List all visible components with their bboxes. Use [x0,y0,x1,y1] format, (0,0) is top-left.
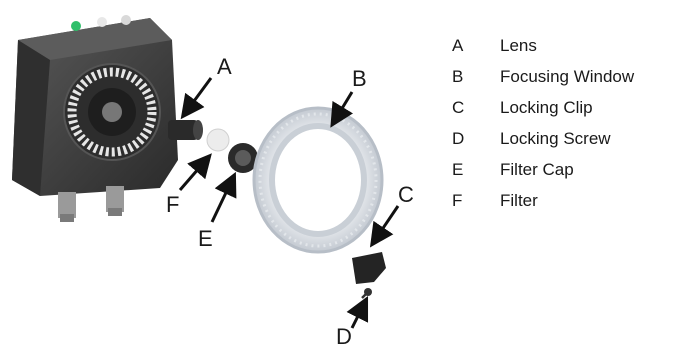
callout-a: A [217,54,232,79]
locking-clip-part [352,252,386,284]
arrow-c-icon [369,205,400,248]
callout-f: F [166,192,180,217]
parts-legend: A Lens B Focusing Window C Locking Clip … [452,30,692,216]
status-led-icon [121,15,131,25]
legend-letter: B [452,66,464,86]
status-led-icon [71,21,81,31]
legend-letter: D [452,128,465,148]
focusing-window-part [252,106,384,254]
arrow-e-icon [210,171,237,223]
legend-item: B Focusing Window [452,61,692,92]
filter-part [206,128,230,152]
legend-item: A Lens [452,30,692,61]
callout-c: C [398,182,414,207]
legend-label: Filter [500,190,538,210]
legend-label: Lens [500,35,537,55]
legend-item: E Filter Cap [452,154,692,185]
callout-e: E [198,226,213,251]
lens-part [168,120,203,140]
legend-item: F Filter [452,185,692,216]
legend-label: Locking Clip [500,97,593,117]
filter-cap-part [228,143,258,173]
exploded-view-diagram [12,15,400,329]
arrow-f-icon [178,153,212,191]
legend-item: D Locking Screw [452,123,692,154]
status-led-icon [97,17,107,27]
legend-label: Focusing Window [500,66,635,86]
legend-item: C Locking Clip [452,92,692,123]
legend-label: Locking Screw [500,128,611,148]
legend-letter: F [452,190,463,210]
callout-b: B [352,66,367,91]
callout-d: D [336,324,352,349]
locking-screw-part [361,288,372,299]
arrow-d-icon [346,295,369,329]
legend-letter: A [452,35,464,55]
camera-body [12,15,178,222]
legend-label: Filter Cap [500,159,574,179]
legend-letter: C [452,97,465,117]
legend-letter: E [452,159,464,179]
arrow-a-icon [180,77,213,120]
arrow-b-icon [330,91,354,128]
